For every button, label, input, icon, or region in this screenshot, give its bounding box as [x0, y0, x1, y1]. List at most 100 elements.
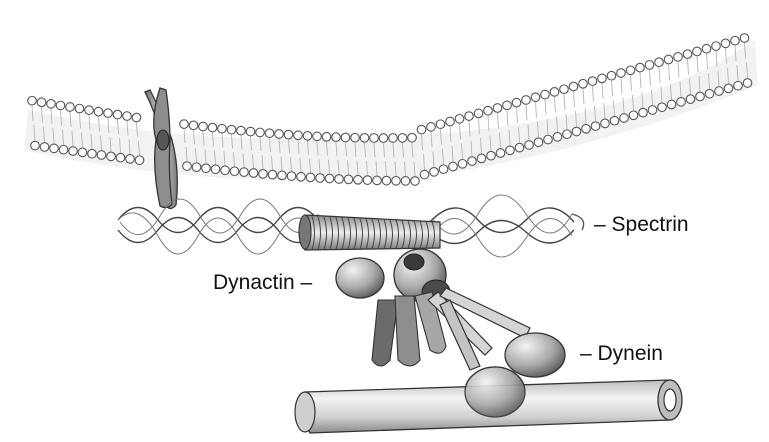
lipid-headgroup — [477, 154, 486, 163]
lipid-headgroup — [275, 130, 284, 139]
lipid-headgroup — [553, 133, 562, 142]
lipid-headgroup — [75, 104, 84, 113]
lipid-headgroup — [218, 124, 227, 133]
lipid-headgroup — [430, 168, 439, 177]
lipid-headgroup — [610, 116, 619, 125]
lipid-headgroup — [683, 50, 692, 59]
lipid-headgroup — [474, 109, 483, 118]
lipid-headgroup — [639, 108, 648, 117]
lipid-headgroup — [363, 176, 372, 185]
lipid-headgroup — [199, 122, 208, 131]
lipid-headgroup — [715, 87, 724, 96]
lipid-headgroup — [256, 128, 265, 137]
lipid-headgroup — [465, 112, 474, 121]
lipid-tail — [574, 91, 575, 107]
lipid-tail — [498, 113, 499, 129]
lipid-headgroup — [104, 109, 113, 118]
lipid-headgroup — [560, 85, 569, 94]
lipid-headgroup — [446, 117, 455, 126]
lipid-headgroup — [313, 132, 322, 141]
lipid-tail — [536, 102, 537, 118]
lipid-headgroup — [417, 125, 426, 134]
lipid-headgroup — [278, 171, 287, 180]
lipid-headgroup — [335, 175, 344, 184]
lipid-headgroup — [693, 47, 702, 56]
lipid-headgroup — [325, 174, 334, 183]
lipid-headgroup — [31, 141, 40, 150]
dynactin-label: Dynactin – — [213, 272, 312, 293]
lipid-headgroup — [626, 66, 635, 75]
lipid-headgroup — [582, 124, 591, 133]
spectrin-coil — [299, 215, 440, 250]
lipid-headgroup — [268, 170, 277, 179]
lipid-headgroup — [69, 147, 78, 156]
lipid-tail — [555, 97, 556, 113]
lipid-headgroup — [569, 82, 578, 91]
lipid-headgroup — [531, 93, 540, 102]
lipid-headgroup — [227, 125, 236, 134]
lipid-headgroup — [449, 162, 458, 171]
lipid-headgroup — [607, 71, 616, 80]
lipid-headgroup — [496, 149, 505, 158]
lipid-headgroup — [541, 90, 550, 99]
lipid-headgroup — [373, 176, 382, 185]
lipid-headgroup — [544, 135, 553, 144]
lipid-headgroup — [97, 151, 106, 160]
lipid-headgroup — [493, 104, 502, 113]
lipid-headgroup — [601, 119, 610, 128]
lipid-headgroup — [40, 143, 49, 152]
lipid-headgroup — [47, 100, 56, 109]
lipid-tail — [593, 86, 594, 102]
lipid-headgroup — [246, 127, 255, 136]
lipid-headgroup — [265, 129, 274, 138]
lipid-headgroup — [398, 134, 407, 143]
lipid-headgroup — [455, 114, 464, 123]
lipid-headgroup — [249, 169, 258, 178]
lipid-headgroup — [230, 167, 239, 176]
lipid-headgroup — [240, 168, 249, 177]
lipid-headgroup — [113, 110, 122, 119]
lipid-headgroup — [344, 175, 353, 184]
lipid-headgroup — [550, 88, 559, 97]
lipid-headgroup — [686, 95, 695, 104]
lipid-tail — [564, 94, 565, 110]
lipid-tail — [669, 65, 670, 81]
lipid-headgroup — [702, 44, 711, 53]
lipid-headgroup — [202, 164, 211, 173]
lipid-headgroup — [208, 123, 217, 132]
lipid-headgroup — [734, 81, 743, 90]
lipid-headgroup — [354, 175, 363, 184]
lipid-headgroup — [515, 143, 524, 152]
lipid-tail — [640, 73, 641, 89]
lipid-headgroup — [411, 177, 420, 186]
lipid-headgroup — [66, 103, 75, 112]
lipid-headgroup — [211, 165, 220, 174]
lipid-headgroup — [59, 145, 68, 154]
lipid-headgroup — [135, 156, 144, 165]
lipid-headgroup — [436, 120, 445, 129]
lipid-headgroup — [458, 159, 467, 168]
lipid-headgroup — [712, 42, 721, 51]
lipid-headgroup — [259, 170, 268, 179]
lipid-headgroup — [696, 92, 705, 101]
lipid-headgroup — [598, 74, 607, 83]
lipid-headgroup — [579, 79, 588, 88]
lipid-headgroup — [420, 170, 429, 179]
lipid-headgroup — [503, 101, 512, 110]
lipid-headgroup — [221, 166, 230, 175]
lipid-headgroup — [740, 34, 749, 43]
lipid-headgroup — [408, 133, 417, 142]
lipid-headgroup — [487, 151, 496, 160]
lipid-headgroup — [636, 63, 645, 72]
lipid-headgroup — [382, 176, 391, 185]
lipid-headgroup — [629, 111, 638, 120]
lipid-tail — [621, 78, 622, 94]
lipid-headgroup — [506, 146, 515, 155]
lipid-headgroup — [183, 162, 192, 171]
lipid-headgroup — [370, 134, 379, 143]
dynein-label: – Dynein — [580, 343, 663, 364]
lipid-headgroup — [78, 148, 87, 157]
lipid-headgroup — [572, 127, 581, 136]
lipid-headgroup — [617, 69, 626, 78]
lipid-headgroup — [107, 152, 116, 161]
